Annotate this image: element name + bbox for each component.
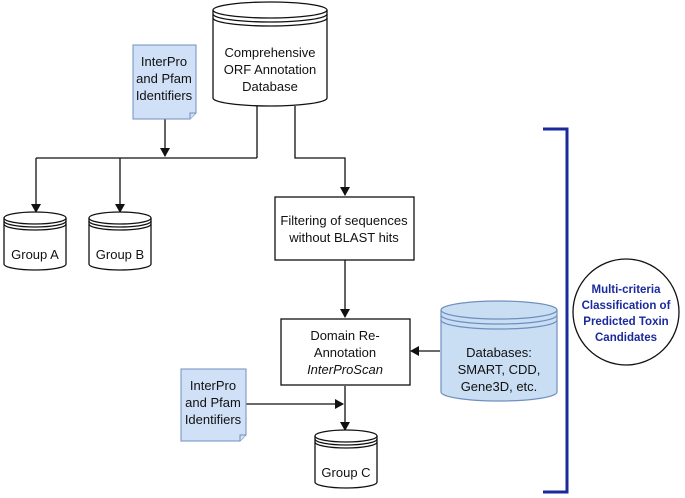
domain-line-1: Domain Re- [310, 328, 379, 343]
bracket-line [543, 127, 569, 494]
identifiers-top-document: InterPro and Pfam Identifiers [132, 44, 197, 120]
ids-top-line-1: InterPro [141, 54, 187, 69]
classification-circle: Multi-criteria Classification of Predict… [572, 258, 680, 366]
main-db-line-1: Comprehensive [224, 45, 315, 60]
classification-line-2: Classification of [582, 300, 671, 312]
identifiers-bottom-document: InterPro and Pfam Identifiers [180, 368, 247, 442]
group-b-cylinder: Group B [88, 211, 152, 271]
databases-line-2: SMART, CDD, [458, 362, 541, 377]
external-databases-cylinder: Databases: SMART, CDD, Gene3D, etc. [440, 300, 558, 402]
ids-top-line-2: and Pfam [136, 71, 192, 86]
databases-line-3: Gene3D, etc. [461, 379, 538, 394]
classification-line-3: Predicted Toxin [583, 316, 668, 328]
classification-bracket [543, 127, 569, 494]
group-a-label: Group A [11, 247, 59, 262]
classification-line-1: Multi-criteria [591, 284, 661, 296]
domain-reannotation-box: Domain Re- Annotation InterProScan [280, 318, 411, 386]
ids-bottom-line-2: and Pfam [185, 395, 241, 410]
filter-line-1: Filtering of sequences [280, 213, 408, 228]
classification-line-4: Candidates [595, 332, 657, 344]
main-db-line-2: ORF Annotation [224, 62, 317, 77]
edges [31, 106, 440, 431]
ids-bottom-line-3: Identifiers [185, 412, 242, 427]
ids-bottom-line-1: InterPro [190, 378, 236, 393]
group-b-label: Group B [96, 247, 144, 262]
databases-line-1: Databases: [466, 345, 532, 360]
edge-db-to-filter [294, 106, 350, 196]
filter-box: Filtering of sequences without BLAST hit… [274, 196, 415, 261]
ids-top-line-3: Identifiers [136, 88, 193, 103]
group-a-cylinder: Group A [3, 211, 67, 271]
main-db-line-3: Database [242, 79, 298, 94]
domain-line-3: InterProScan [307, 362, 383, 377]
group-c-label: Group C [321, 465, 370, 480]
filter-line-2: without BLAST hits [288, 230, 399, 245]
domain-line-2: Annotation [314, 345, 376, 360]
main-database-cylinder: Comprehensive ORF Annotation Database [212, 1, 328, 107]
group-c-cylinder: Group C [314, 429, 378, 489]
